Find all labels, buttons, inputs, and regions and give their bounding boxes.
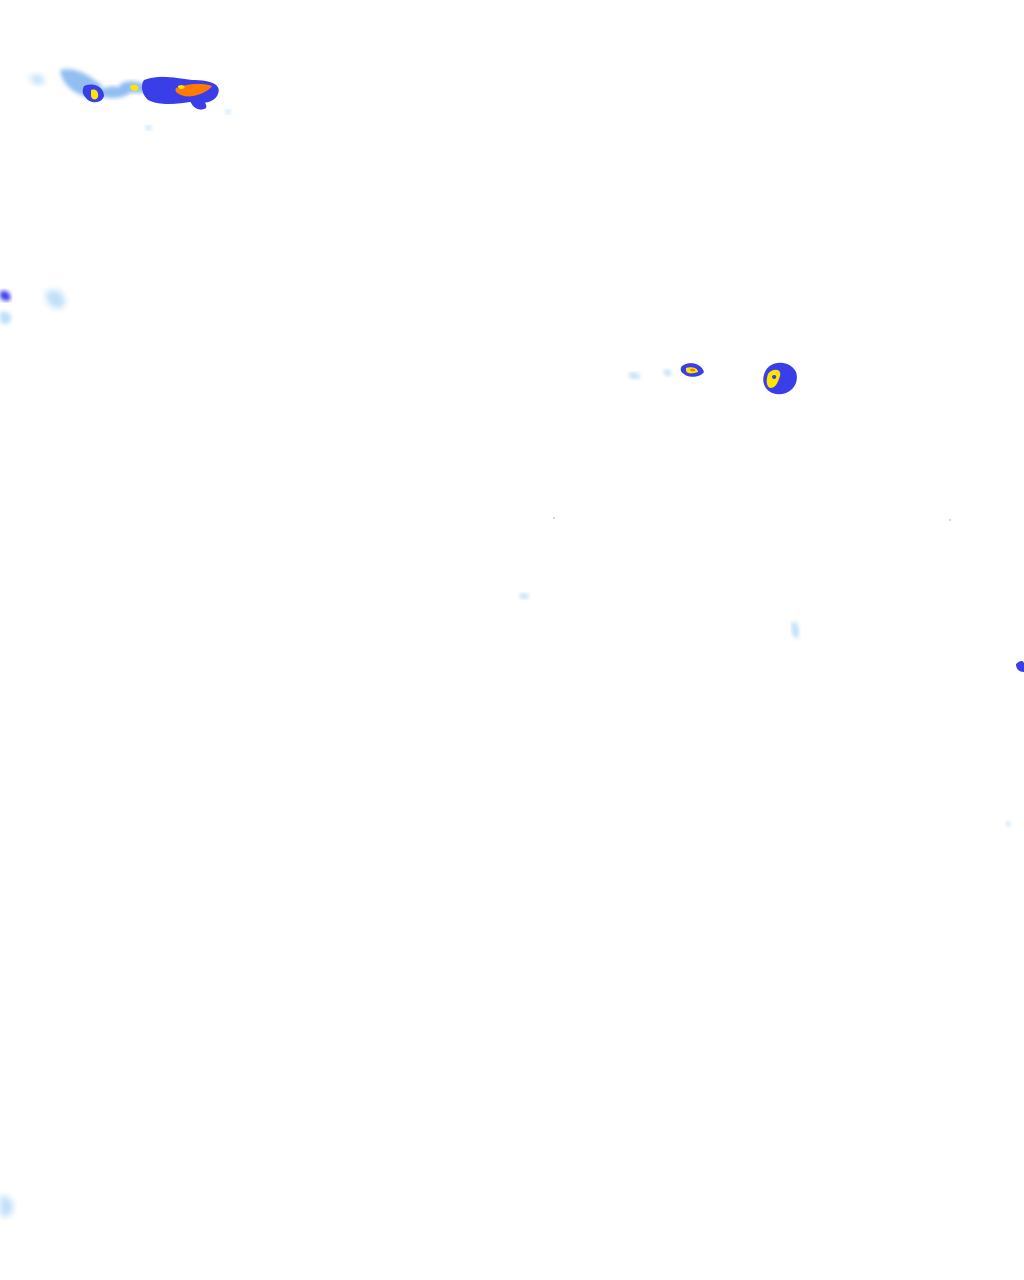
echo-scattered [0,516,1024,1218]
echo-cluster-west [0,289,65,325]
echo-cluster-northwest [30,69,231,130]
echo-cluster-east [628,362,797,395]
